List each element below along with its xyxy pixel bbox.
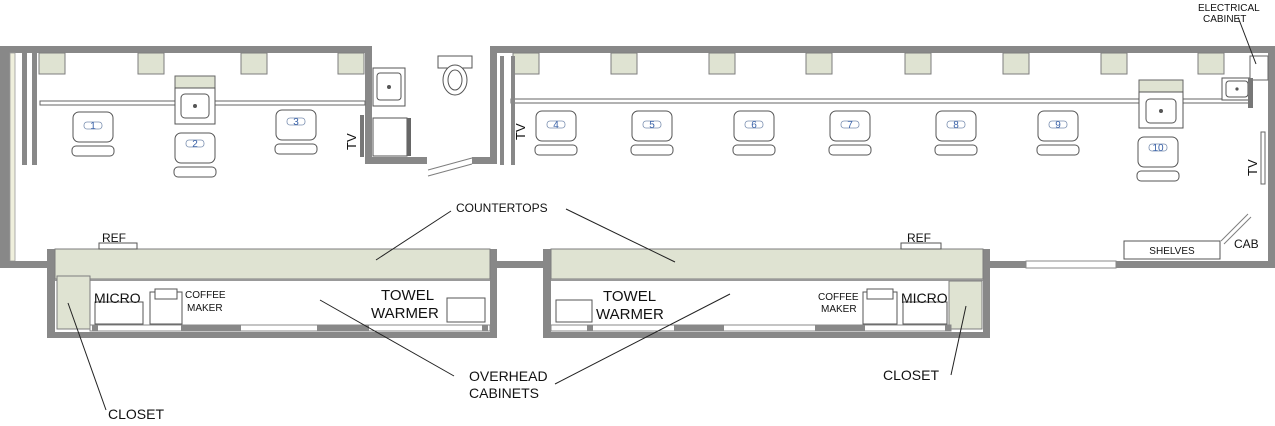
- chair-2[interactable]: 2: [173, 132, 217, 178]
- chair-3[interactable]: 3: [274, 109, 318, 155]
- overhead-line1: OVERHEAD: [469, 368, 548, 384]
- coffee-left-line2: MAKER: [187, 303, 223, 314]
- tv-right-label: TV: [1245, 159, 1260, 176]
- micro-left-label: MICRO: [94, 290, 141, 306]
- chair-number: 1: [90, 121, 96, 132]
- cab-label: CAB: [1234, 237, 1259, 251]
- upper-sinks: [174, 75, 1253, 129]
- chair-number: 7: [847, 120, 853, 131]
- chair-6[interactable]: 6: [732, 110, 776, 156]
- chair-number: 4: [553, 120, 559, 131]
- towel-left-line2: WARMER: [371, 305, 439, 322]
- chair-number: 9: [1055, 120, 1061, 131]
- closet-left-label: CLOSET: [108, 406, 164, 422]
- chair-number: 2: [192, 139, 198, 150]
- coffee-right-line1: COFFEE: [818, 292, 859, 303]
- towel-right-line2: WARMER: [596, 306, 664, 323]
- lavatory: [365, 46, 497, 177]
- left-galley: REF MICRO COFFEE MAKER TOWEL WARMER: [47, 231, 497, 338]
- ref-left-label: REF: [102, 231, 126, 245]
- chair-5[interactable]: 5: [630, 110, 674, 156]
- chair-number: 8: [953, 120, 959, 131]
- shelves-label: SHELVES: [1149, 246, 1195, 257]
- right-galley: REF TOWEL WARMER COFFEE MAKER MICRO: [543, 231, 990, 338]
- chair-10[interactable]: 10: [1136, 136, 1180, 182]
- tvs: TV TV TV: [344, 115, 1266, 185]
- electrical-label-line2: CABINET: [1203, 14, 1246, 25]
- chair-1[interactable]: 1: [71, 111, 115, 157]
- coffee-right-line2: MAKER: [821, 304, 857, 315]
- tv-left-label: TV: [344, 133, 359, 150]
- closet-right-label: CLOSET: [883, 367, 939, 383]
- coffee-left-line1: COFFEE: [185, 290, 226, 301]
- overhead-line2: CABINETS: [469, 385, 539, 401]
- towel-right-line1: TOWEL: [603, 288, 656, 305]
- chair-7[interactable]: 7: [828, 110, 872, 156]
- window-shades: [38, 52, 1225, 75]
- chair-number: 3: [293, 117, 299, 128]
- chair-9[interactable]: 9: [1036, 110, 1080, 156]
- chair-number: 5: [649, 120, 655, 131]
- electrical-label-line1: ELECTRICAL: [1198, 3, 1260, 14]
- ref-right-label: REF: [907, 231, 931, 245]
- chair-8[interactable]: 8: [934, 110, 978, 156]
- countertops-label: COUNTERTOPS: [456, 201, 548, 215]
- left-partitions: [22, 53, 37, 165]
- callouts: COUNTERTOPS OVERHEAD CABINETS CLOSET CLO…: [67, 201, 967, 422]
- chairs: 1 2 3 4 5 6: [71, 109, 1180, 182]
- chair-number: 6: [751, 120, 757, 131]
- electrical-cabinet: ELECTRICAL CABINET: [1198, 3, 1269, 108]
- chair-4[interactable]: 4: [534, 110, 578, 156]
- tv-middle-label: TV: [513, 123, 528, 140]
- shelves-cab: SHELVES CAB: [1123, 213, 1259, 260]
- outer-walls: [0, 46, 1275, 269]
- micro-right-label: MICRO: [901, 290, 948, 306]
- chair-number: 10: [1152, 143, 1164, 154]
- towel-left-line1: TOWEL: [381, 287, 434, 304]
